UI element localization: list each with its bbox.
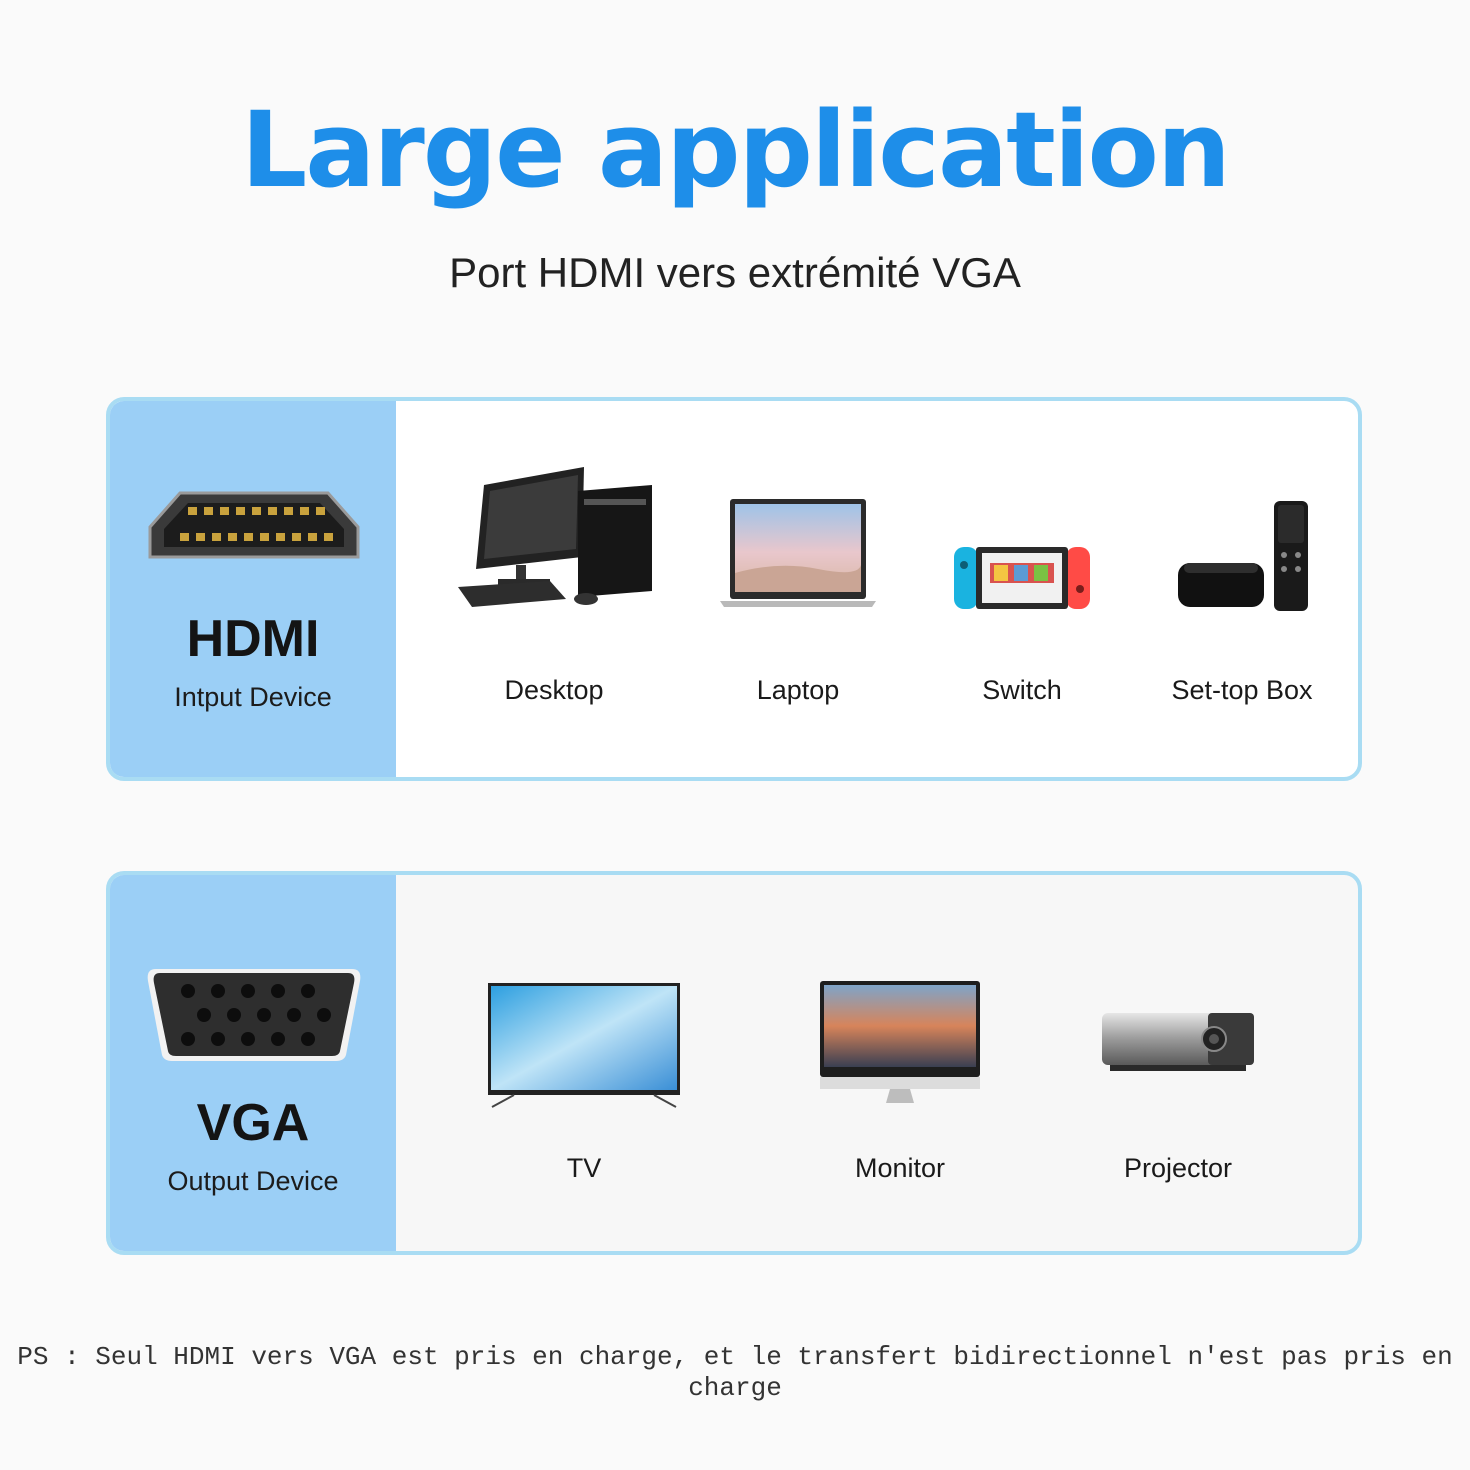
device-projector: Projector — [1096, 979, 1260, 1189]
device-desktop: Desktop — [454, 465, 654, 704]
desktop-computer-icon — [458, 467, 652, 607]
device-label: Set-top Box — [1171, 675, 1313, 705]
output-port-subtitle: Output Device — [167, 1166, 339, 1196]
device-label: Monitor — [854, 1153, 946, 1183]
output-port-title: VGA — [196, 1094, 310, 1152]
device-label: Switch — [982, 675, 1062, 705]
device-label: Desktop — [504, 675, 604, 705]
device-laptop: Laptop — [718, 465, 878, 704]
device-tv: TV — [484, 979, 684, 1189]
device-set-top-box: Set-top Box — [1162, 465, 1322, 704]
input-device-panel: HDMI Intput Device Desktop — [106, 397, 1362, 781]
set-top-box-icon — [1178, 501, 1308, 611]
footer-line-1: PS : Seul HDMI vers VGA est pris en char… — [17, 1342, 1453, 1372]
hdmi-port-icon — [148, 491, 360, 559]
footer-note: PS : Seul HDMI vers VGA est pris en char… — [0, 1342, 1470, 1404]
device-monitor: Monitor — [818, 979, 982, 1189]
tv-icon — [488, 983, 680, 1108]
input-side-panel: HDMI Intput Device — [110, 401, 396, 777]
projector-icon — [1102, 1013, 1254, 1071]
monitor-icon — [820, 981, 980, 1103]
device-label: Laptop — [756, 675, 840, 705]
output-side-panel: VGA Output Device — [110, 875, 396, 1251]
vga-port-icon — [147, 969, 361, 1061]
device-label: TV — [566, 1153, 602, 1183]
output-device-panel: VGA Output Device TV — [106, 871, 1362, 1255]
laptop-icon — [720, 499, 876, 607]
game-console-icon — [954, 547, 1090, 609]
device-switch: Switch — [942, 465, 1102, 704]
device-label: Projector — [1123, 1153, 1233, 1183]
input-port-subtitle: Intput Device — [174, 682, 332, 712]
footer-line-2: charge — [688, 1373, 782, 1403]
input-port-title: HDMI — [186, 610, 320, 668]
page-subtitle: Port HDMI vers extrémité VGA — [449, 249, 1021, 296]
page-title: Large application — [241, 89, 1231, 211]
